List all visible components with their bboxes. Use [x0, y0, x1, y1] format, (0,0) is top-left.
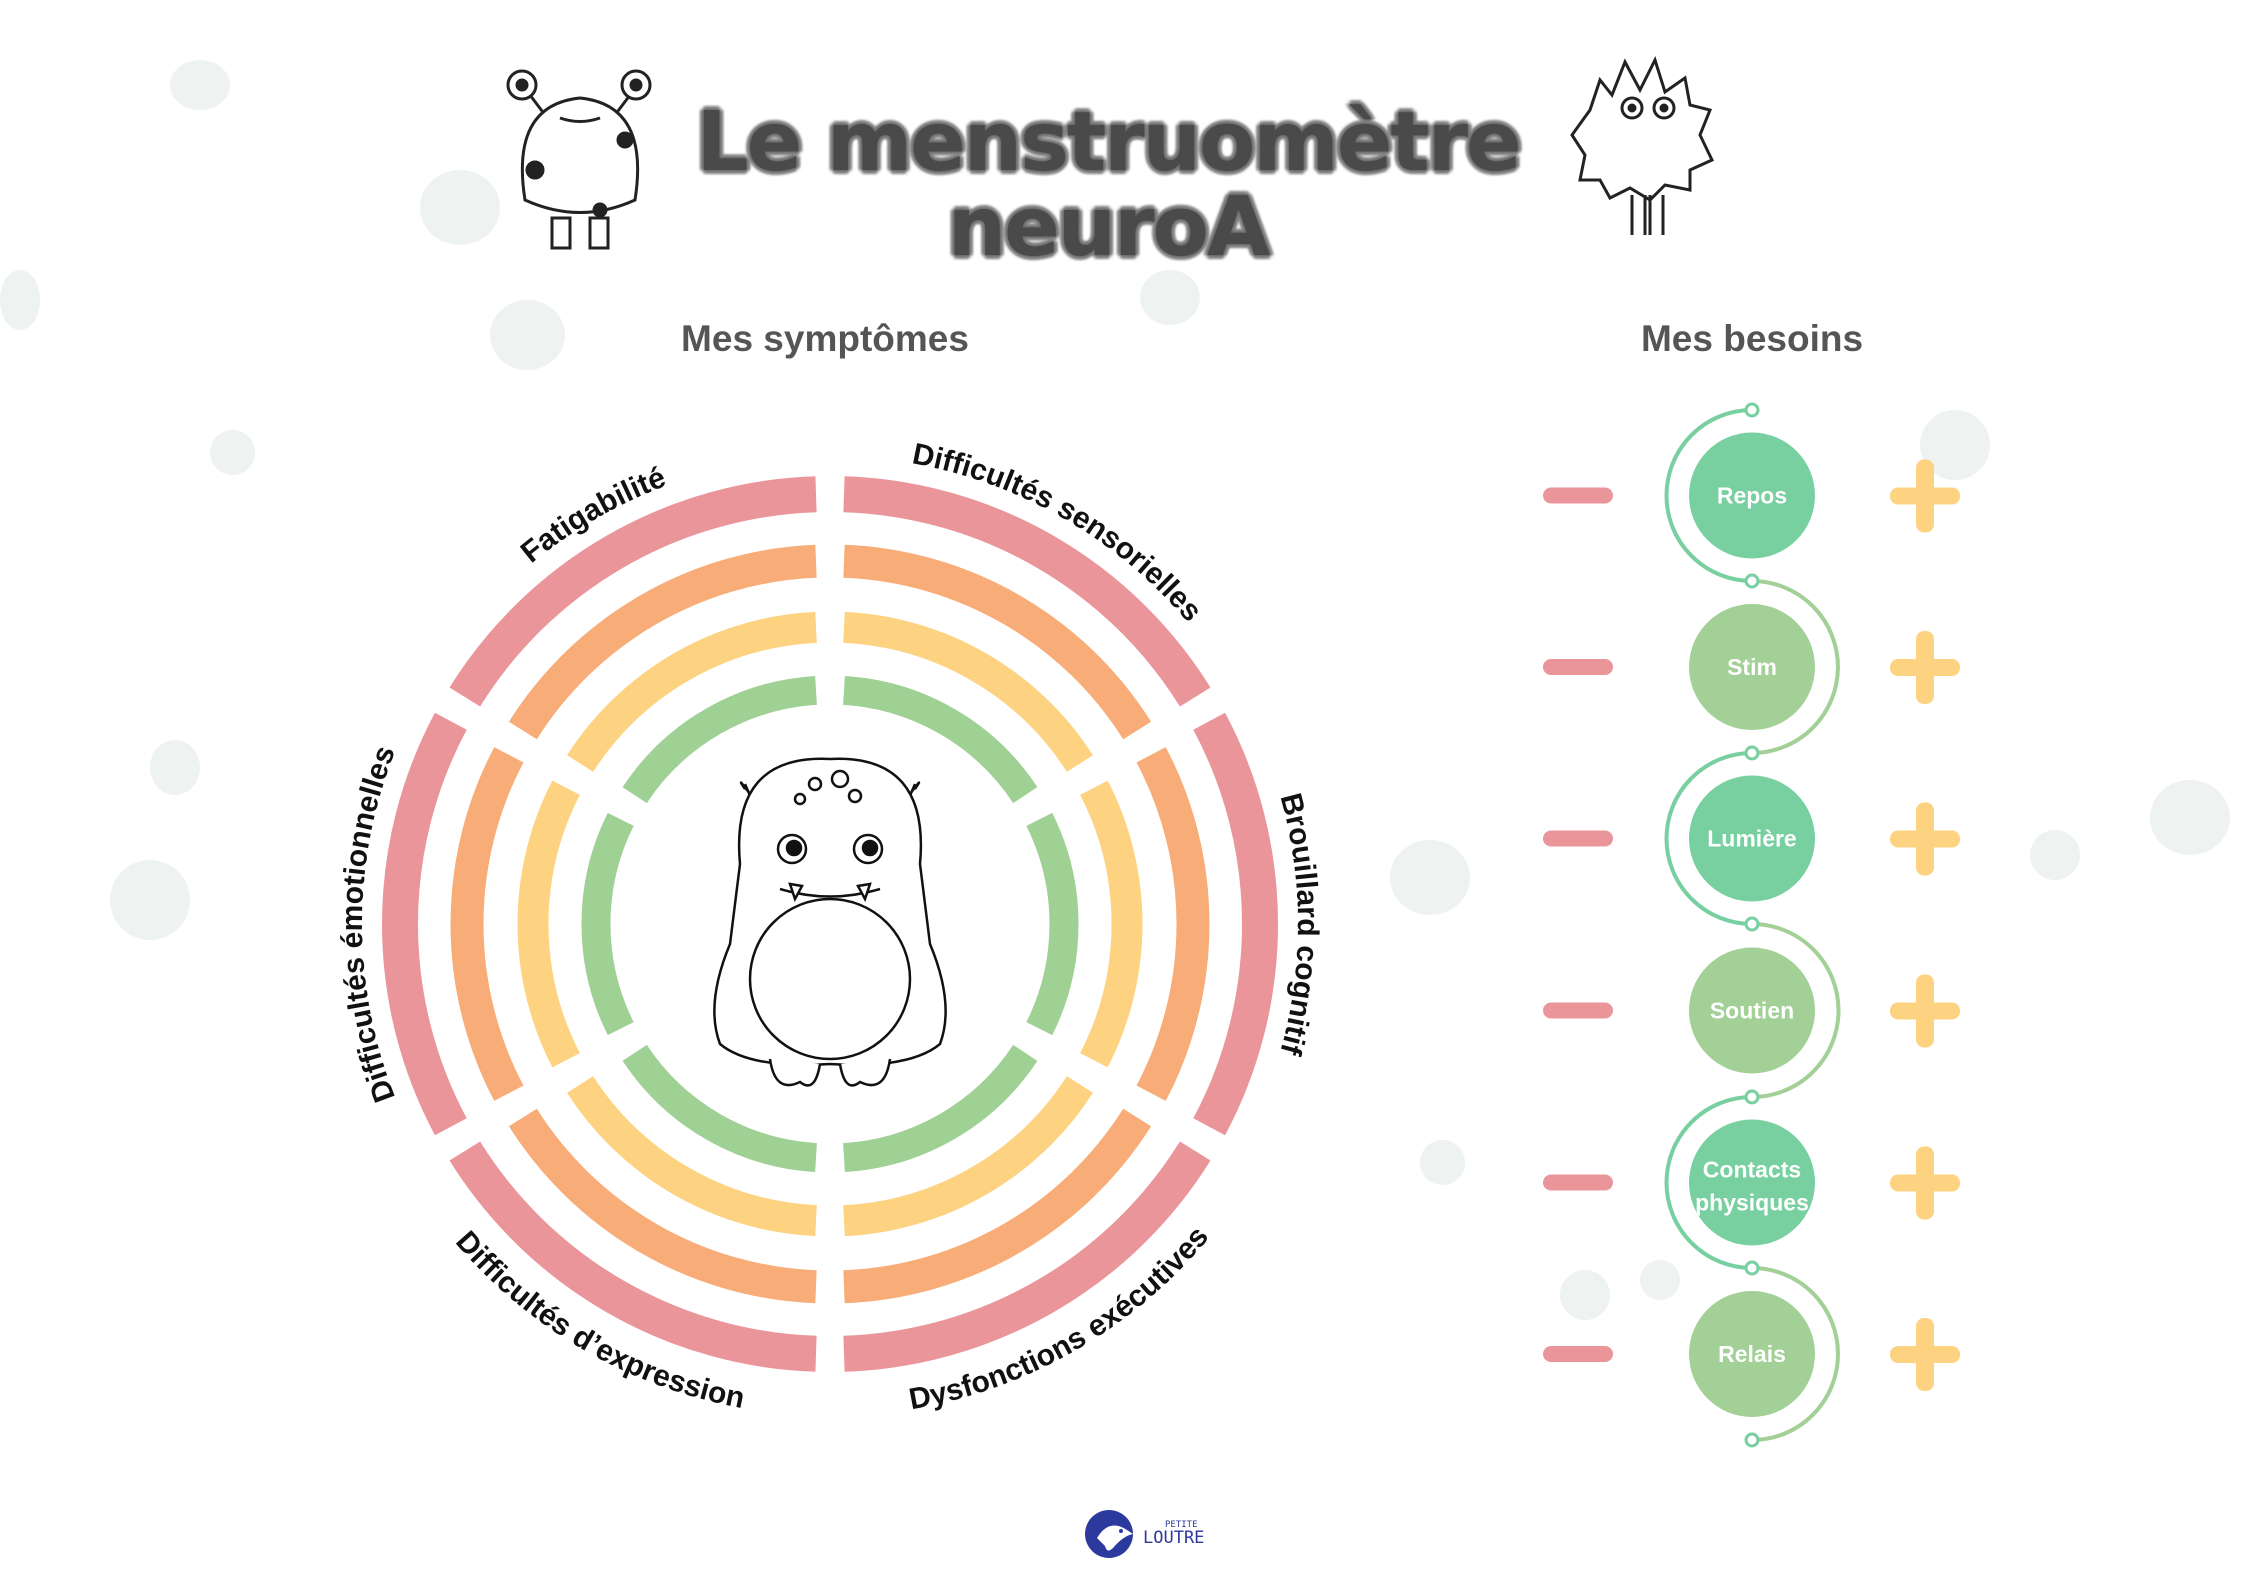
connector-node	[1744, 402, 1760, 418]
symptom-level-arc[interactable]	[1080, 780, 1143, 1068]
background-blot	[1640, 1260, 1680, 1300]
symptom-level-arc[interactable]	[842, 1044, 1038, 1173]
symptom-level-arc[interactable]	[508, 1108, 817, 1304]
symptom-level-arc[interactable]	[581, 812, 634, 1036]
need-circle[interactable]	[1689, 775, 1815, 902]
plus-button-icon[interactable]	[1890, 631, 1960, 704]
background-blot	[110, 860, 190, 940]
minus-button-icon[interactable]	[1543, 830, 1613, 847]
symptom-level-arc[interactable]	[382, 712, 467, 1136]
plus-button-icon[interactable]	[1890, 459, 1960, 533]
need-label: Repos	[1717, 483, 1787, 509]
background-blot	[170, 60, 230, 110]
connector-node	[1744, 745, 1760, 761]
symptom-level-arc[interactable]	[1193, 712, 1278, 1136]
connector-node	[1744, 1260, 1760, 1276]
need-circle[interactable]	[1689, 432, 1815, 559]
background-blot	[0, 270, 40, 330]
minus-button-icon[interactable]	[1543, 487, 1613, 504]
symptom-level-arc[interactable]	[567, 611, 817, 772]
plus-button-icon[interactable]	[1890, 974, 1960, 1048]
minus-button-icon[interactable]	[1543, 1174, 1613, 1191]
background-blot	[1140, 270, 1200, 325]
need-circle[interactable]	[1689, 1291, 1815, 1417]
connector-line	[1751, 579, 1840, 755]
connector-line	[1664, 408, 1753, 583]
plus-button-icon[interactable]	[1890, 802, 1960, 876]
need-row: Relais	[1543, 1291, 1960, 1417]
minus-button-icon[interactable]	[1543, 659, 1613, 675]
need-row: Soutien	[1543, 947, 1960, 1074]
minus-button-icon[interactable]	[1543, 1002, 1613, 1019]
symptom-level-arc[interactable]	[449, 1141, 817, 1372]
need-label: Soutien	[1710, 998, 1794, 1024]
symptom-level-arc[interactable]	[842, 675, 1038, 804]
connector-line	[1751, 1266, 1840, 1442]
need-label: physiques	[1695, 1190, 1809, 1216]
symptom-level-arc[interactable]	[843, 611, 1093, 772]
plus-button-icon[interactable]	[1890, 1146, 1960, 1220]
symptoms-heading: Mes symptômes	[681, 318, 969, 359]
symptom-level-arc[interactable]	[1136, 747, 1210, 1101]
need-circle[interactable]	[1689, 947, 1815, 1074]
needs-heading: Mes besoins	[1640, 318, 1864, 359]
symptom-level-arc[interactable]	[622, 675, 818, 804]
background-blot	[210, 430, 255, 475]
symptom-level-arc[interactable]	[843, 1075, 1093, 1237]
plus-button-icon[interactable]	[1890, 1318, 1960, 1391]
connector-node	[1744, 916, 1760, 932]
need-row: Lumière	[1543, 775, 1960, 902]
background-blot	[1560, 1270, 1610, 1320]
title-line-1: Le menstruomètre	[696, 95, 1521, 190]
petite-loutre-logo: PETITE LOUTRE	[1083, 1508, 1204, 1560]
need-row: Stim	[1543, 604, 1960, 730]
logo-small-text: PETITE	[1165, 1520, 1198, 1530]
symptom-level-arc[interactable]	[843, 1141, 1211, 1372]
background-blot	[150, 740, 200, 795]
background-blot	[1390, 840, 1470, 915]
need-label: Contacts	[1703, 1157, 1801, 1183]
need-row: Repos	[1543, 432, 1960, 559]
symptom-level-arc[interactable]	[517, 780, 580, 1068]
connector-line	[1664, 1095, 1753, 1270]
minus-button-icon[interactable]	[1543, 1346, 1613, 1362]
need-circle[interactable]	[1689, 1119, 1815, 1246]
need-circle[interactable]	[1689, 604, 1815, 730]
background-blot	[1420, 1140, 1465, 1185]
otter-logo-icon	[1085, 1510, 1133, 1558]
symptom-level-arc[interactable]	[843, 1108, 1152, 1304]
connector-node	[1744, 1432, 1760, 1448]
connector-line	[1751, 922, 1841, 1099]
symptom-level-arc[interactable]	[508, 544, 817, 740]
center-monster-icon	[713, 757, 947, 1087]
symptom-level-arc[interactable]	[567, 1075, 817, 1237]
connector-node	[1744, 1089, 1760, 1105]
background-blot	[2030, 830, 2080, 880]
symptom-level-arc[interactable]	[843, 544, 1152, 740]
background-blot	[420, 170, 500, 245]
need-row: Contacts physiques	[1543, 1119, 1960, 1246]
symptom-level-arc[interactable]	[1026, 812, 1079, 1036]
need-label: Lumière	[1707, 826, 1796, 852]
symptom-level-arc[interactable]	[843, 476, 1211, 707]
need-label: Stim	[1727, 654, 1777, 680]
background-blot	[2150, 780, 2230, 855]
need-label: Relais	[1718, 1341, 1786, 1367]
title-line-2: neuroA	[947, 180, 1271, 275]
symptom-level-arc[interactable]	[622, 1044, 818, 1173]
connector-line	[1664, 751, 1753, 926]
logo-big-text: LOUTRE	[1143, 1528, 1205, 1548]
symptom-level-arc[interactable]	[450, 747, 524, 1101]
connector-node	[1744, 573, 1760, 589]
background-blot	[490, 300, 565, 370]
symptom-level-arc[interactable]	[449, 476, 817, 707]
